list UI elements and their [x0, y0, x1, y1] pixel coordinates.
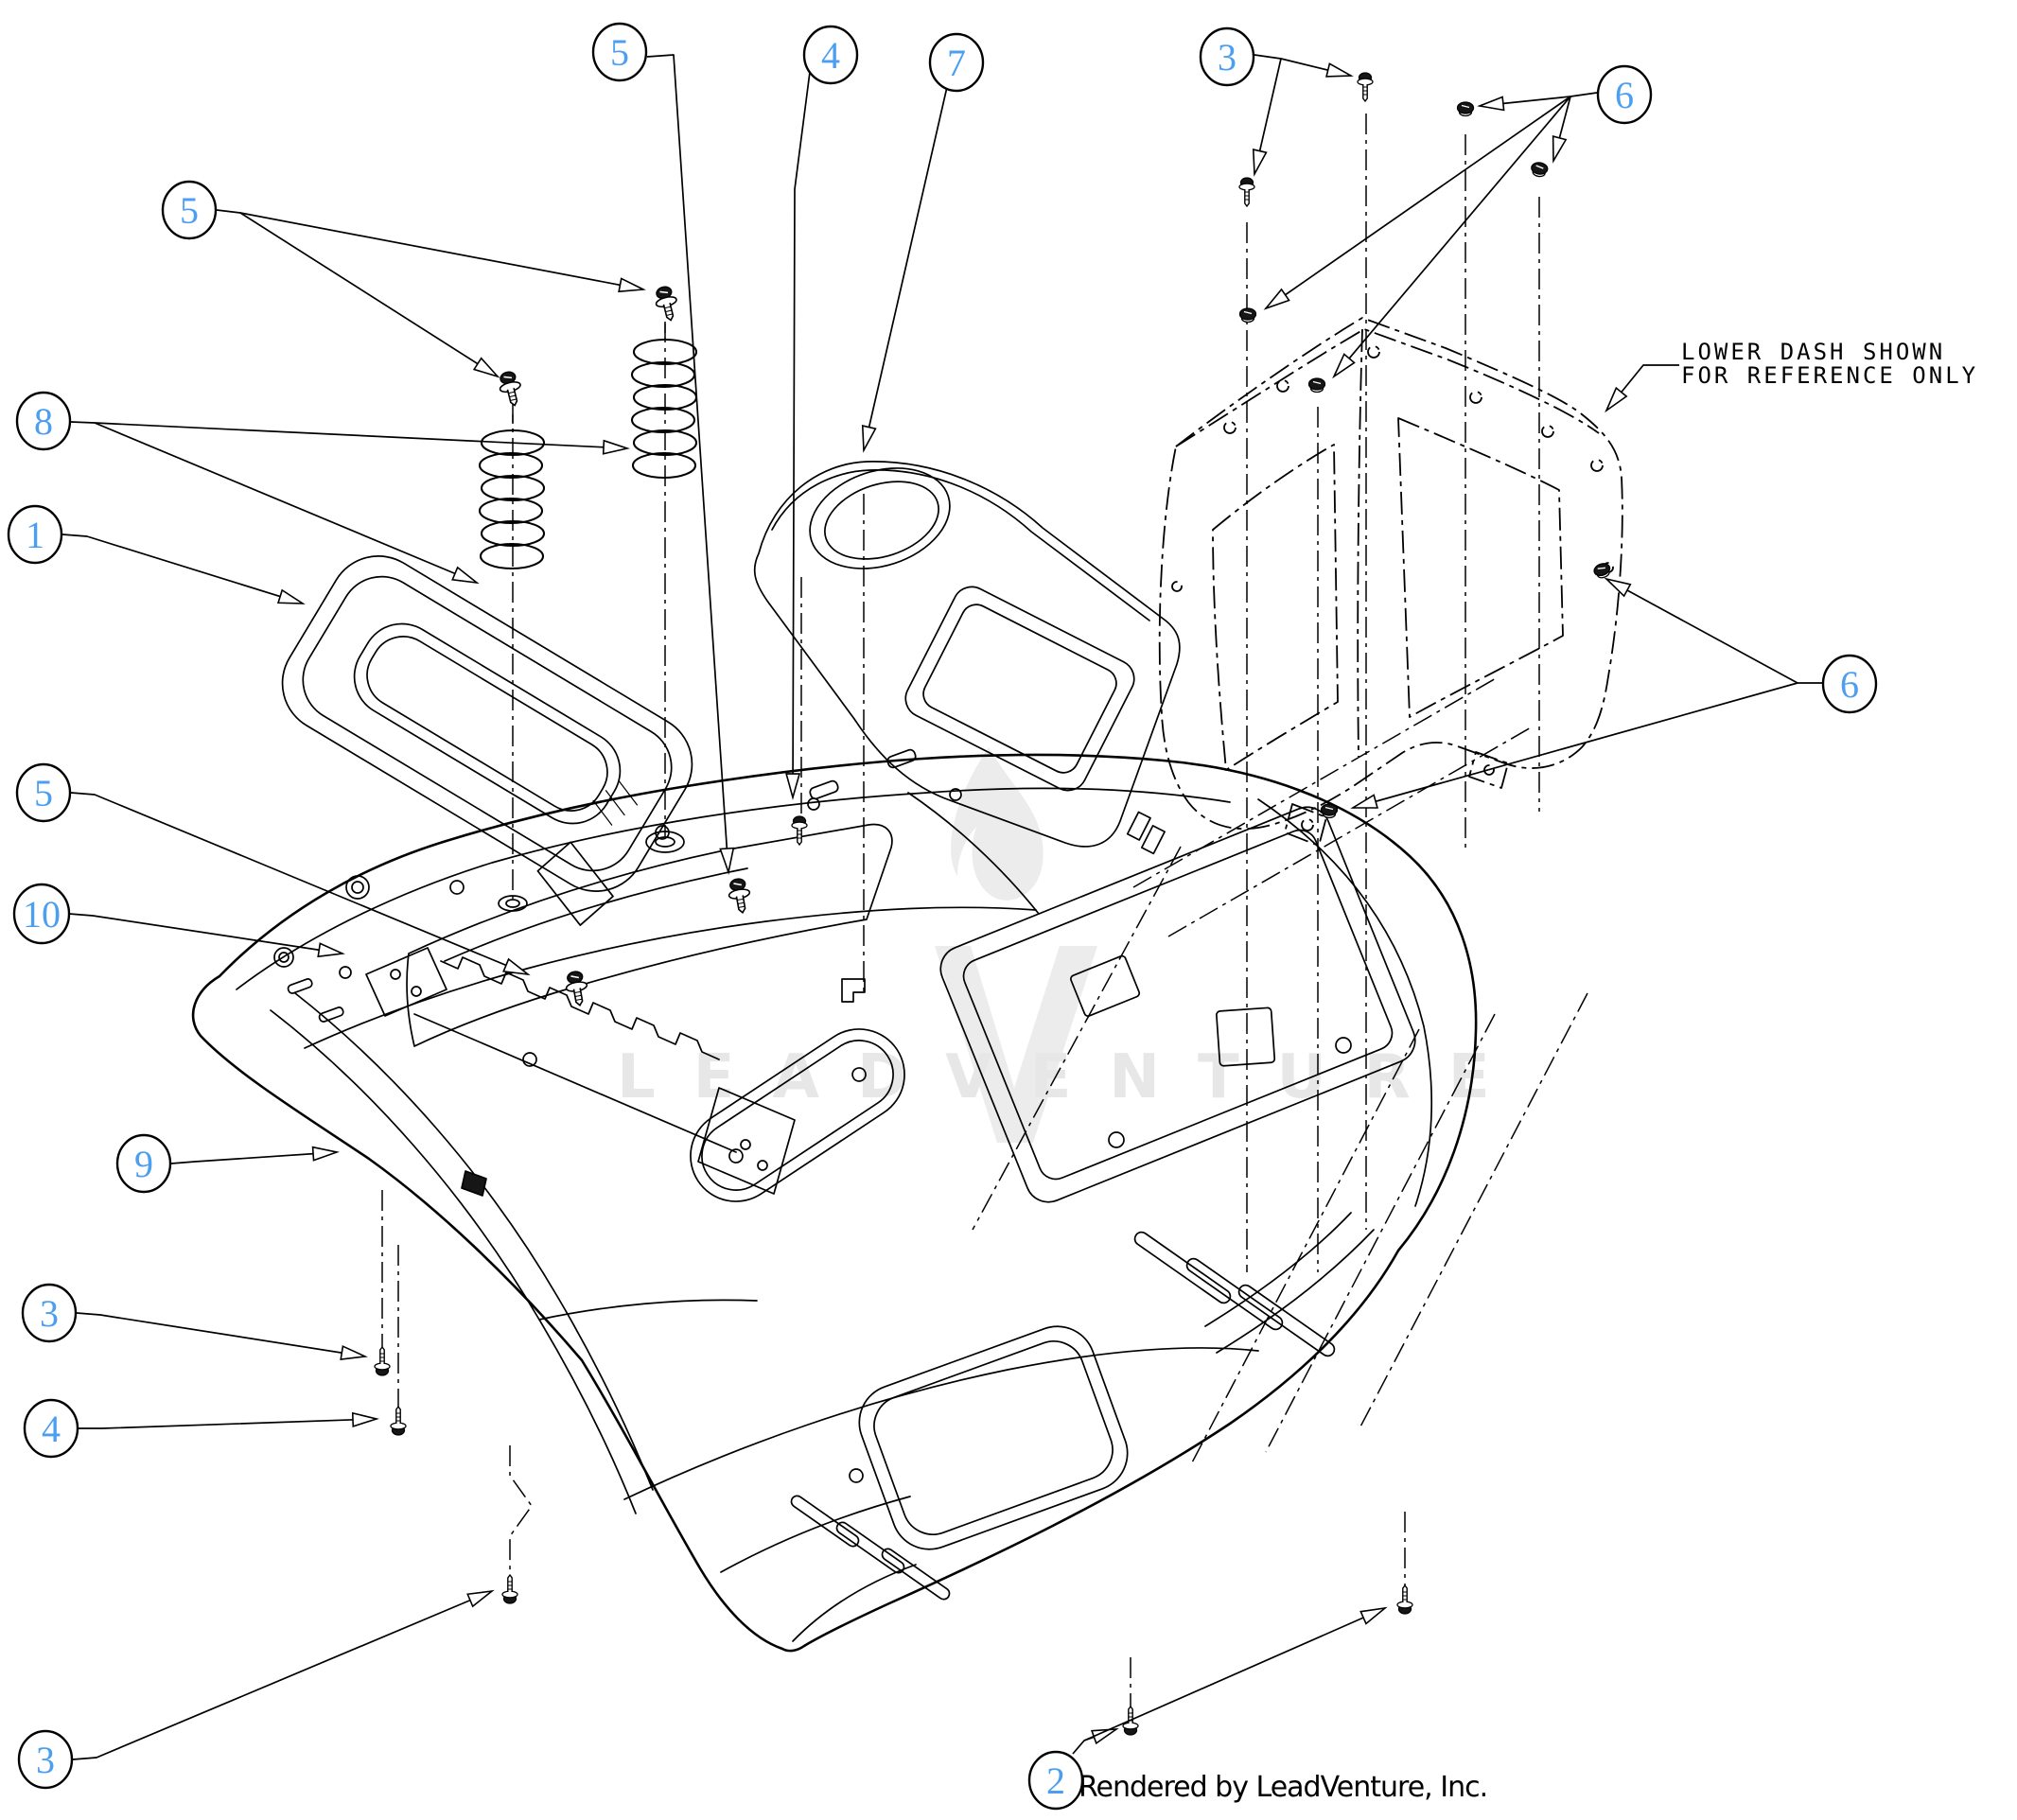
nut-icon: [1238, 307, 1257, 324]
hardware: [374, 72, 1613, 1736]
callout-3[interactable]: 3: [1199, 26, 1255, 87]
leadventure-v-icon: [935, 946, 1097, 1143]
seat-support-cover-drawing: [281, 555, 693, 926]
footrest-ribs-right: [1133, 1231, 1336, 1357]
svg-text:2: 2: [1046, 1759, 1065, 1802]
rendered-by-credit: Rendered by LeadVenture, Inc.: [1079, 1771, 1488, 1804]
svg-text:6: 6: [1840, 663, 1859, 706]
callout-10[interactable]: 10: [12, 883, 71, 945]
shoulder-screw-icon: [726, 876, 754, 916]
callout-7[interactable]: 7: [928, 32, 985, 93]
leadventure-watermark: LEADVENTURE: [617, 747, 1528, 1143]
dog-bone-slot: [690, 1028, 905, 1202]
svg-text:4: 4: [42, 1408, 61, 1450]
callout-4b[interactable]: 4: [23, 1398, 79, 1459]
shoulder-screw-icon: [563, 969, 591, 1008]
nut-icon: [1456, 101, 1475, 117]
lower-dash-reference-drawing: [1158, 317, 1623, 847]
battery-tray: [939, 806, 1416, 1203]
spring-icon: [630, 322, 698, 480]
svg-text:3: 3: [36, 1739, 55, 1781]
svg-text:5: 5: [180, 189, 199, 232]
svg-text:5: 5: [34, 772, 53, 814]
callout-leader-lines: [61, 54, 1822, 1760]
leadventure-flame-icon: [951, 747, 1044, 901]
lower-dash-note-line1: LOWER DASH SHOWN: [1681, 339, 1946, 365]
callout-1[interactable]: 1: [7, 504, 63, 565]
shoulder-screw-icon: [651, 284, 682, 324]
svg-text:1: 1: [26, 514, 44, 556]
svg-text:6: 6: [1615, 74, 1634, 116]
svg-text:3: 3: [1218, 36, 1237, 79]
screw-icon: [501, 1574, 518, 1604]
footrest-ribs-left: [790, 1495, 951, 1601]
adjustment-bracket-drawing: [365, 947, 796, 1195]
console-mount-tabs: [1126, 811, 1166, 855]
callout-4[interactable]: 4: [802, 25, 859, 85]
nut-icon: [1591, 560, 1613, 581]
svg-text:4: 4: [821, 34, 840, 77]
svg-text:10: 10: [23, 893, 61, 936]
svg-text:8: 8: [34, 400, 53, 443]
screw-icon: [374, 1346, 391, 1376]
console-storage-bin: [904, 586, 1135, 792]
svg-text:9: 9: [134, 1143, 153, 1185]
spring-icon: [478, 412, 546, 570]
callout-6b[interactable]: 6: [1821, 654, 1878, 714]
svg-text:5: 5: [610, 31, 629, 74]
watermark-text: LEADVENTURE: [617, 1042, 1528, 1112]
fender-body-drawing: [191, 748, 1478, 1653]
svg-text:3: 3: [40, 1292, 59, 1335]
callout-8[interactable]: 8: [15, 391, 72, 451]
centerlines: [381, 114, 1588, 1707]
shoulder-screw-icon: [495, 369, 526, 409]
lower-dash-note: LOWER DASH SHOWN FOR REFERENCE ONLY: [1681, 341, 1978, 388]
callout-9[interactable]: 9: [115, 1133, 172, 1194]
screw-icon: [1357, 72, 1374, 102]
nut-icon: [1529, 161, 1550, 179]
callout-3b[interactable]: 3: [21, 1283, 78, 1343]
screw-icon: [1238, 177, 1255, 207]
callout-2[interactable]: 2: [1027, 1750, 1084, 1811]
footwell-opening: [858, 1325, 1129, 1550]
screw-icon: [1396, 1584, 1413, 1615]
screw-icon: [791, 815, 808, 846]
callout-3c[interactable]: 3: [17, 1729, 74, 1790]
fender-silhouette: [191, 753, 1478, 1653]
callout-5b[interactable]: 5: [161, 180, 218, 240]
callout-5c[interactable]: 5: [15, 762, 72, 823]
callouts: 5 4 7 3 6 5 8 1: [7, 22, 1878, 1811]
callout-6[interactable]: 6: [1596, 64, 1653, 125]
callout-5[interactable]: 5: [591, 22, 648, 82]
svg-text:7: 7: [947, 42, 966, 84]
lower-dash-note-line2: FOR REFERENCE ONLY: [1681, 362, 1979, 389]
nut-icon: [1307, 377, 1326, 394]
nut-icon: [1320, 803, 1339, 819]
screw-icon: [390, 1406, 407, 1436]
